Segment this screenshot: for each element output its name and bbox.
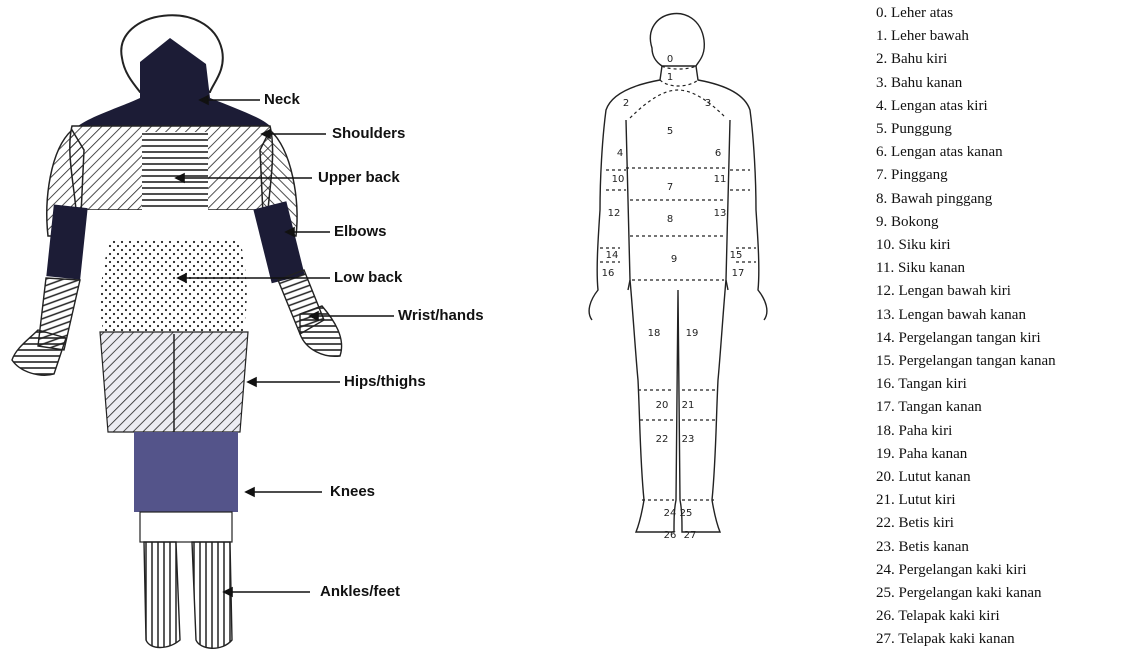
legend-item: 8. Bawah pinggang xyxy=(876,188,1056,211)
num-8: 8 xyxy=(667,214,673,225)
num-15: 15 xyxy=(730,250,743,261)
legend-item: 24. Pergelangan kaki kiri xyxy=(876,559,1056,582)
legend-item: 23. Betis kanan xyxy=(876,536,1056,559)
label-knees: Knees xyxy=(330,483,375,500)
legend-item: 6. Lengan atas kanan xyxy=(876,141,1056,164)
left-hand xyxy=(12,330,66,375)
num-7: 7 xyxy=(667,182,673,193)
legend-item: 20. Lutut kanan xyxy=(876,466,1056,489)
legend-item: 4. Lengan atas kiri xyxy=(876,95,1056,118)
num-1: 1 xyxy=(667,72,673,83)
legend-item: 0. Leher atas xyxy=(876,2,1056,25)
legend-item: 16. Tangan kiri xyxy=(876,373,1056,396)
ankles-feet-region xyxy=(144,542,180,648)
legend-item: 3. Bahu kanan xyxy=(876,72,1056,95)
legend-item: 10. Siku kiri xyxy=(876,234,1056,257)
num-18: 18 xyxy=(648,328,661,339)
neck-region xyxy=(78,38,270,126)
num-2: 2 xyxy=(623,98,629,109)
num-6: 6 xyxy=(715,148,721,159)
legend-item: 13. Lengan bawah kanan xyxy=(876,304,1056,327)
num-10: 10 xyxy=(612,174,625,185)
num-19: 19 xyxy=(686,328,699,339)
legend-item: 18. Paha kiri xyxy=(876,420,1056,443)
num-12: 12 xyxy=(608,208,621,219)
num-9: 9 xyxy=(671,254,677,265)
legend-item: 7. Pinggang xyxy=(876,164,1056,187)
num-13: 13 xyxy=(714,208,727,219)
num-17: 17 xyxy=(732,268,745,279)
legend-item: 17. Tangan kanan xyxy=(876,396,1056,419)
num-16: 16 xyxy=(602,268,615,279)
label-upper-back: Upper back xyxy=(318,169,400,186)
nordic-numbers: 0 1 2 3 4 5 6 7 8 9 10 11 12 13 14 15 16… xyxy=(602,54,745,541)
label-hips-thighs: Hips/thighs xyxy=(344,373,426,390)
legend-item: 12. Lengan bawah kiri xyxy=(876,280,1056,303)
legend-item: 5. Punggung xyxy=(876,118,1056,141)
legend-item: 9. Bokong xyxy=(876,211,1056,234)
num-26: 26 xyxy=(664,530,677,541)
legend-item: 15. Pergelangan tangan kanan xyxy=(876,350,1056,373)
num-20: 20 xyxy=(656,400,669,411)
legend-item: 11. Siku kanan xyxy=(876,257,1056,280)
num-25: 25 xyxy=(680,508,693,519)
label-neck: Neck xyxy=(264,91,300,108)
num-21: 21 xyxy=(682,400,695,411)
label-wrist-hands: Wrist/hands xyxy=(398,307,484,324)
label-elbows: Elbows xyxy=(334,223,387,240)
num-0: 0 xyxy=(667,54,673,65)
num-27: 27 xyxy=(684,530,697,541)
label-low-back: Low back xyxy=(334,269,402,286)
num-24: 24 xyxy=(664,508,677,519)
legend-item: 2. Bahu kiri xyxy=(876,48,1056,71)
legend-item: 22. Betis kiri xyxy=(876,512,1056,535)
num-14: 14 xyxy=(606,250,619,261)
num-4: 4 xyxy=(617,148,623,159)
low-back-region xyxy=(100,240,246,340)
num-3: 3 xyxy=(705,98,711,109)
nordic-body-map: 0 1 2 3 4 5 6 7 8 9 10 11 12 13 14 15 16… xyxy=(578,0,778,560)
legend-item: 27. Telapak kaki kanan xyxy=(876,628,1056,651)
num-22: 22 xyxy=(656,434,669,445)
legend-item: 1. Leher bawah xyxy=(876,25,1056,48)
body-map-figure xyxy=(0,0,440,662)
legend-item: 14. Pergelangan tangan kiri xyxy=(876,327,1056,350)
label-ankles-feet: Ankles/feet xyxy=(320,583,400,600)
num-11: 11 xyxy=(714,174,727,185)
legend-item: 25. Pergelangan kaki kanan xyxy=(876,582,1056,605)
num-23: 23 xyxy=(682,434,695,445)
right-hand xyxy=(300,306,342,356)
legend-item: 21. Lutut kiri xyxy=(876,489,1056,512)
num-5: 5 xyxy=(667,126,673,137)
legend-item: 19. Paha kanan xyxy=(876,443,1056,466)
legend-item: 26. Telapak kaki kiri xyxy=(876,605,1056,628)
knees-region xyxy=(134,432,238,512)
label-shoulders: Shoulders xyxy=(332,125,405,142)
